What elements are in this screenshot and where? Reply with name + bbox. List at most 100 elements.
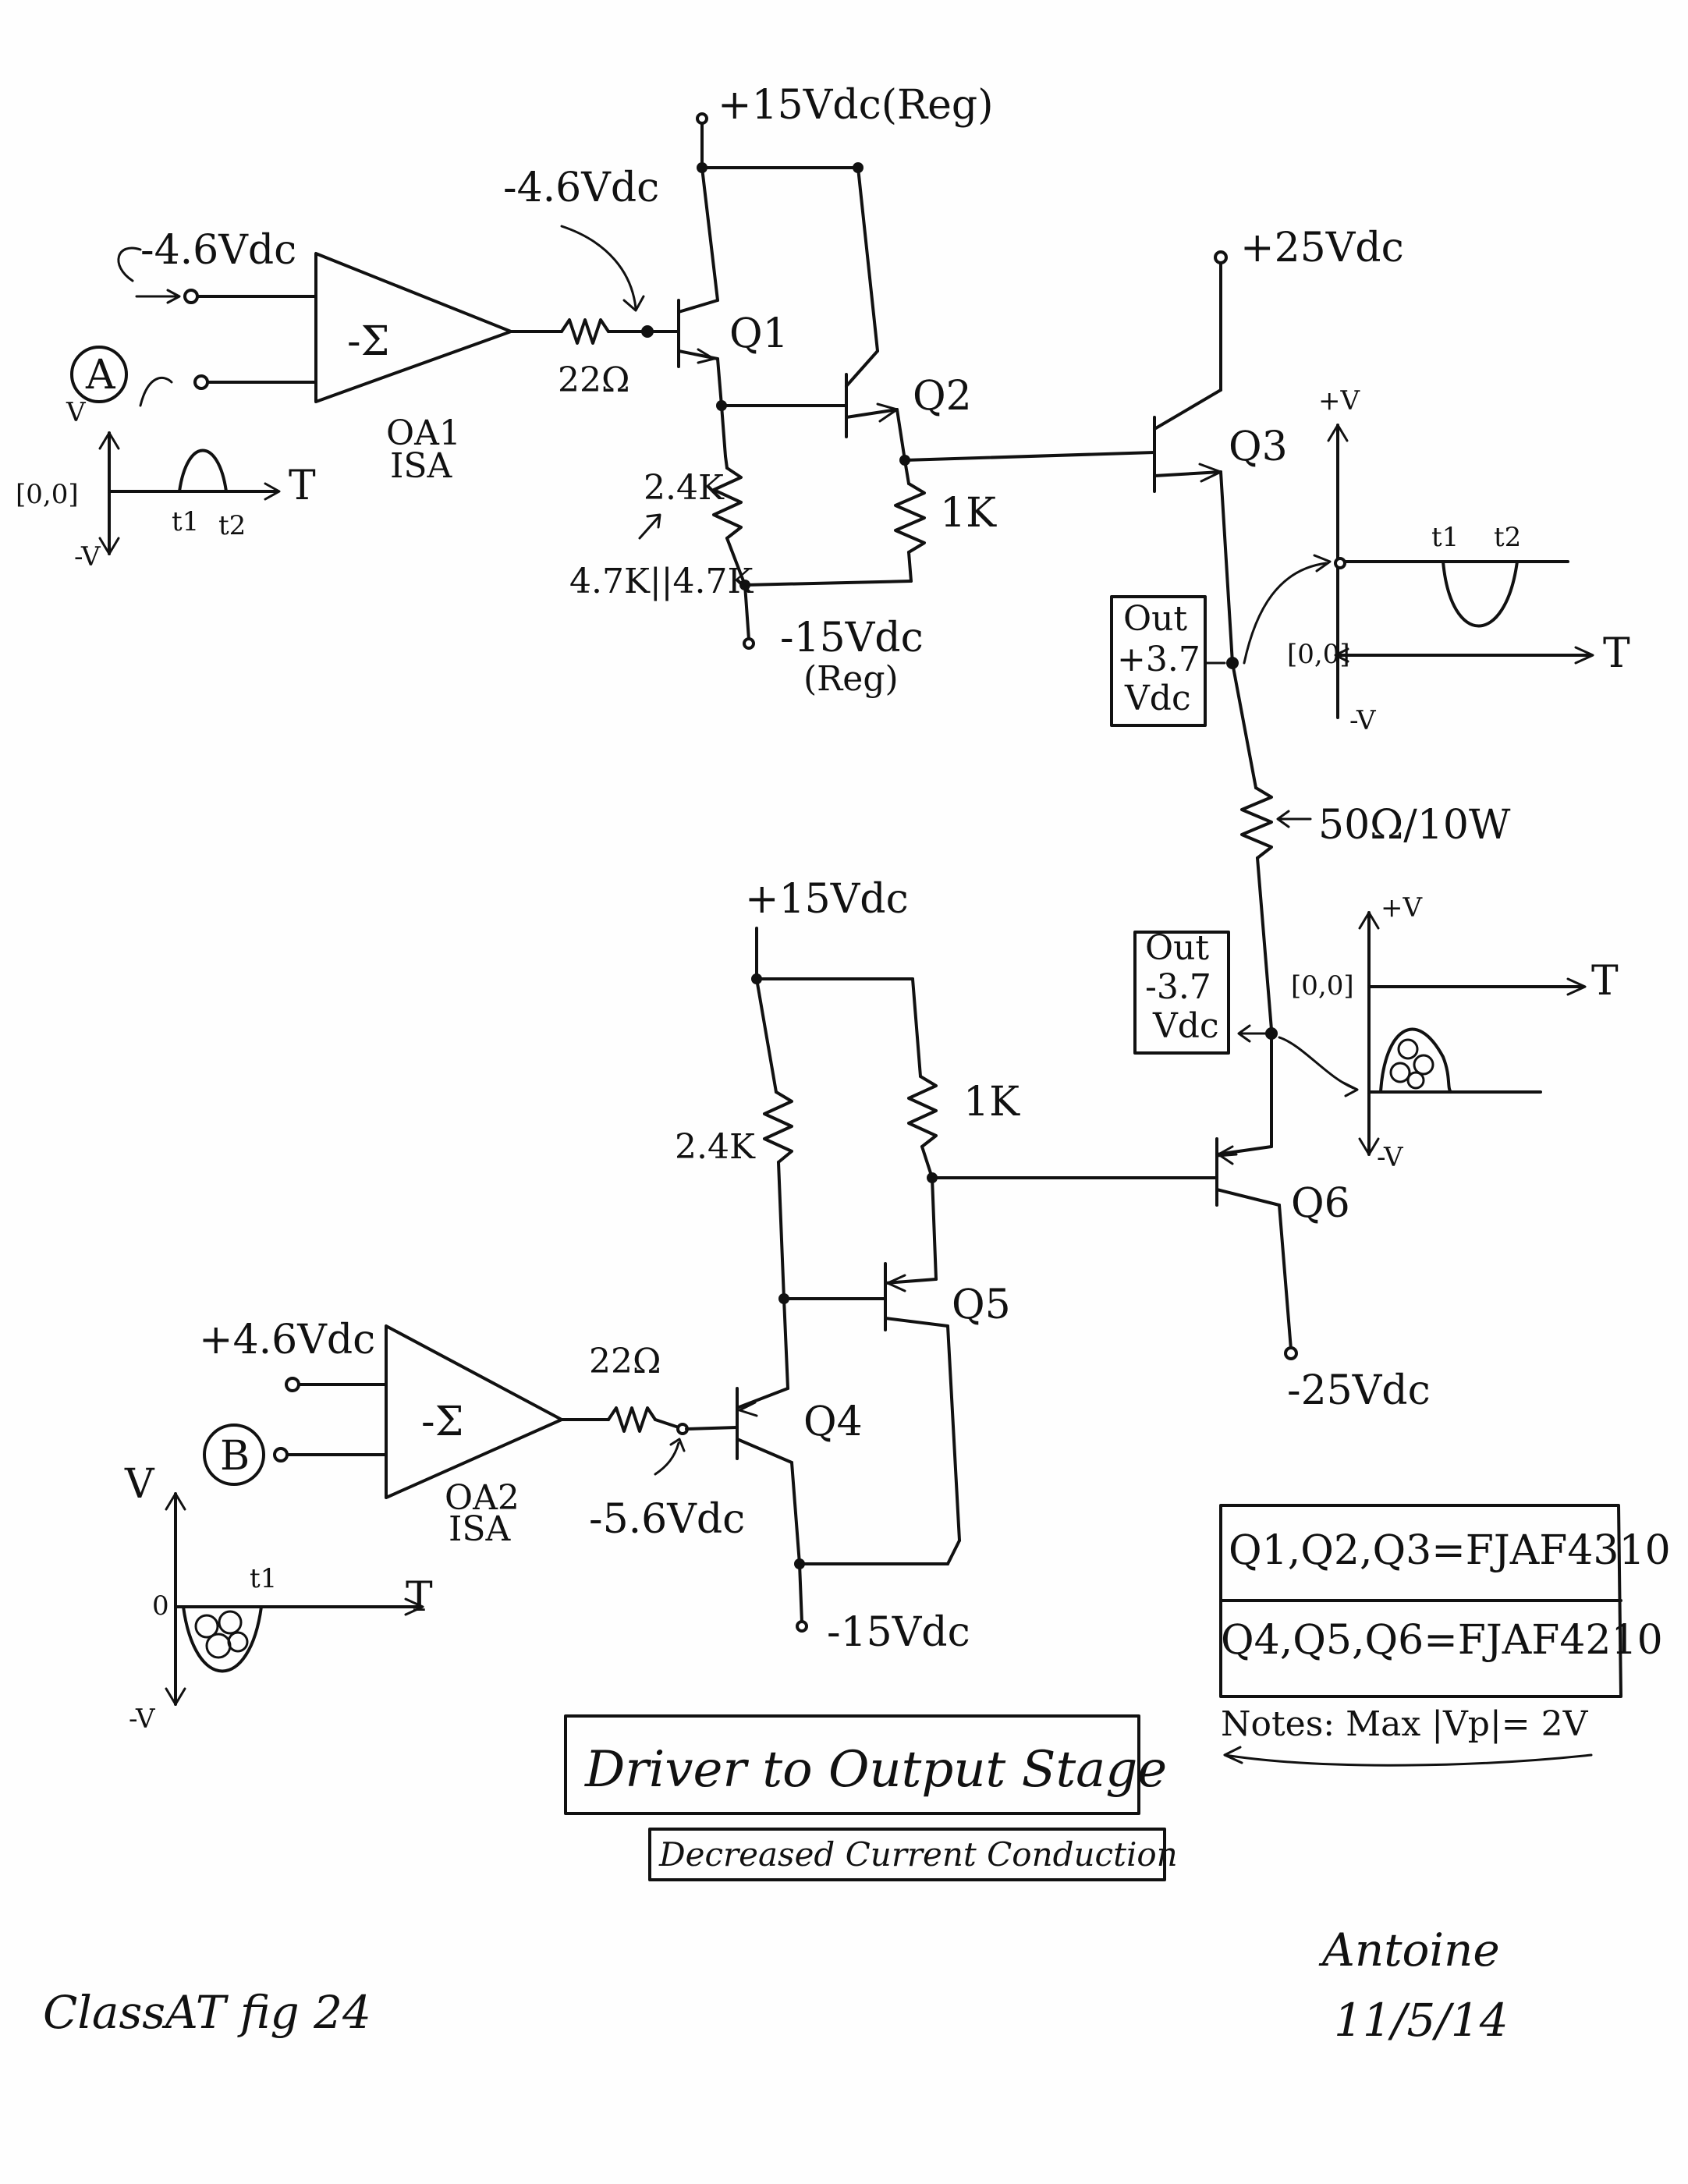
- label-bias-bottom: -5.6Vdc: [589, 1496, 745, 1543]
- wire-q2-q3: [903, 451, 1156, 462]
- label-input-bias-a: -4.6Vdc: [140, 227, 296, 274]
- input-a-arrow: [139, 376, 173, 407]
- wave-neg-t: T: [1591, 958, 1619, 1005]
- resistor-1k-bottom: [907, 1075, 1218, 1281]
- label-top-neg15: -15Vdc: [780, 615, 924, 661]
- author-signature: Antoine: [1318, 1923, 1500, 1977]
- resistor-22-bottom: [560, 1406, 739, 1476]
- out-neg-line1: Out: [1145, 928, 1209, 968]
- label-input-b: B: [220, 1433, 250, 1480]
- label-pos25: +25Vdc: [1240, 225, 1404, 271]
- diagram-subtitle: Decreased Current Conduction: [658, 1835, 1178, 1874]
- label-neg25: -25Vdc: [1287, 1367, 1431, 1414]
- bottom-supply-wiring: [751, 927, 922, 1094]
- wave-b-origin: 0: [152, 1590, 169, 1622]
- wave-neg-origin: [0,0]: [1291, 970, 1354, 1002]
- notes-box: [1219, 1504, 1622, 1767]
- label-input-a: A: [85, 352, 116, 399]
- wave-b-t1: t1: [250, 1563, 277, 1594]
- label-q3: Q3: [1229, 424, 1288, 470]
- label-bias-top: -4.6Vdc: [503, 165, 659, 211]
- out-pos-line3: Vdc: [1124, 679, 1191, 718]
- resistor-22-top: [509, 225, 654, 345]
- label-q1: Q1: [729, 310, 789, 357]
- input-a-badge: [70, 346, 128, 403]
- wave-pos-t: T: [1603, 630, 1630, 677]
- transistor-q4: [736, 1297, 949, 1633]
- waveform-a: [98, 431, 281, 555]
- opamp-oa1-symbol: -Σ: [347, 318, 389, 365]
- wave-a-neg-v: -V: [74, 541, 101, 573]
- transistor-q5: [778, 1262, 961, 1565]
- subtitle-box: [648, 1828, 1166, 1881]
- waveform-out-pos: [1243, 424, 1594, 719]
- out-neg-box: [1133, 931, 1230, 1055]
- wave-a-t2: t2: [218, 510, 246, 541]
- diagram-title: Driver to Output Stage: [584, 1741, 1167, 1799]
- out-neg-pointer: [1237, 1024, 1267, 1043]
- notes-line3: Notes: Max |Vp|= 2V: [1221, 1704, 1589, 1744]
- transistor-q3: [1153, 250, 1239, 669]
- wave-b-t: T: [406, 1574, 433, 1621]
- opamp-oa1-type: ISA: [390, 446, 453, 486]
- label-1k-bottom: 1K: [963, 1079, 1020, 1126]
- out-pos-line2: +3.7: [1117, 640, 1200, 679]
- label-q6: Q6: [1291, 1180, 1350, 1227]
- out-pos-box: [1110, 595, 1207, 727]
- label-bottom-neg15: -15Vdc: [827, 1609, 970, 1656]
- wave-pos-neg-v: -V: [1349, 705, 1377, 736]
- wave-a-t1: t1: [172, 506, 199, 537]
- opamp-oa2-name: OA2: [445, 1478, 520, 1518]
- top-supply-wiring: [696, 112, 879, 353]
- wave-pos-v: +V: [1318, 385, 1360, 417]
- transistor-q6: [1215, 1032, 1298, 1360]
- wave-a-origin: [0,0]: [16, 479, 79, 510]
- opamp-oa2-symbol: -Σ: [421, 1399, 463, 1445]
- transistor-q2: [845, 349, 910, 466]
- label-top-pos15: +15Vdc(Reg): [718, 82, 994, 129]
- figure-reference: ClassAT fig 24: [43, 1986, 371, 2039]
- label-bottom-pos15: +15Vdc: [745, 876, 909, 923]
- title-box: [564, 1714, 1140, 1815]
- wave-neg-v: +V: [1381, 892, 1423, 924]
- opamp-oa2: [273, 1324, 563, 1499]
- label-2-4k-bottom: 2.4K: [675, 1127, 756, 1167]
- transistor-q1: [646, 299, 723, 407]
- input-b-badge: [203, 1424, 265, 1486]
- label-top-neg15-reg: (Reg): [803, 659, 899, 699]
- wave-pos-t2: t2: [1494, 522, 1521, 553]
- opamp-oa1-name: OA1: [386, 413, 461, 453]
- out-neg-line3: Vdc: [1152, 1006, 1219, 1046]
- label-1k-top: 1K: [940, 490, 997, 537]
- notes-line1: Q1,Q2,Q3=FJAF4310: [1229, 1527, 1671, 1574]
- resistor-2-4k-bottom: [763, 1090, 793, 1300]
- wave-pos-origin: [0,0]: [1287, 639, 1350, 670]
- label-22-ohm-top: 22Ω: [558, 360, 629, 400]
- out-neg-line2: -3.7: [1145, 967, 1211, 1007]
- label-q5: Q5: [952, 1282, 1011, 1328]
- wave-a-v: V: [66, 397, 87, 428]
- label-q4: Q4: [803, 1399, 863, 1445]
- label-22-ohm-bottom: 22Ω: [589, 1342, 661, 1381]
- opamp-oa2-type: ISA: [449, 1509, 512, 1549]
- wave-b-v: V: [124, 1461, 155, 1508]
- wave-a-t: T: [289, 463, 316, 509]
- wave-b-neg-v: -V: [129, 1704, 156, 1735]
- resistor-1k-top: [739, 459, 926, 650]
- opamp-oa1: [117, 246, 512, 403]
- wave-neg-neg-v: -V: [1377, 1142, 1404, 1173]
- out-pos-line1: Out: [1123, 599, 1187, 639]
- notes-line2: Q4,Q5,Q6=FJAF4210: [1221, 1617, 1663, 1664]
- wave-pos-t1: t1: [1431, 522, 1459, 553]
- waveform-out-neg: [1278, 911, 1587, 1156]
- q1-emitter-node: [716, 400, 848, 458]
- label-q2: Q2: [913, 373, 972, 420]
- label-2-4k-top: 2.4K: [644, 468, 725, 508]
- resistor-2-4k-top: [638, 455, 746, 587]
- label-50-ohm: 50Ω/10W: [1318, 802, 1511, 849]
- waveform-b: [165, 1492, 424, 1706]
- drawing-date: 11/5/14: [1334, 1994, 1509, 2047]
- label-input-bias-b: +4.6Vdc: [199, 1317, 375, 1363]
